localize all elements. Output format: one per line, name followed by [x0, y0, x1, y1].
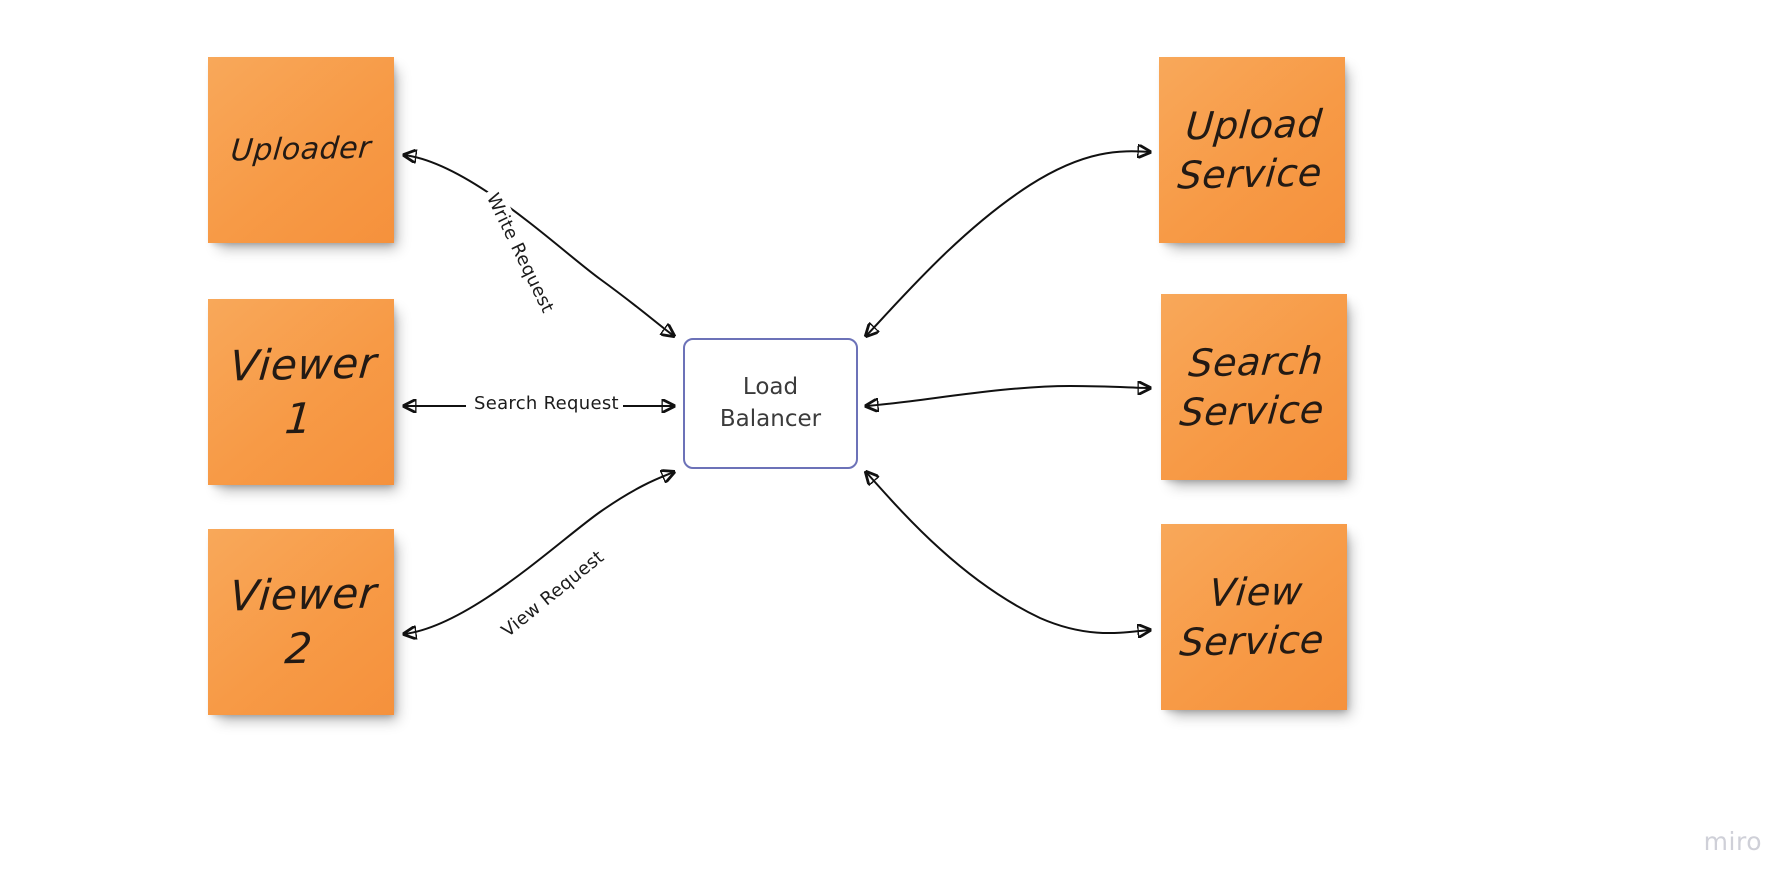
edge-label-write-request: Write Request	[479, 186, 561, 321]
sticky-note-uploader-label: Uploader	[229, 130, 373, 169]
sticky-note-view-service[interactable]: View Service	[1161, 524, 1347, 710]
edge-label-view-request: View Request	[494, 543, 612, 645]
miro-watermark: miro	[1703, 827, 1762, 856]
sticky-note-view-service-label: View Service	[1178, 569, 1326, 665]
sticky-note-upload-service[interactable]: Upload Service	[1159, 57, 1345, 243]
sticky-note-viewer-1[interactable]: Viewer 1	[208, 299, 394, 485]
load-balancer-label: Load Balancer	[719, 373, 822, 432]
edge-loadbalancer-searchservice	[866, 386, 1150, 406]
sticky-note-upload-service-label: Upload Service	[1176, 101, 1325, 198]
sticky-note-search-service-label: Search Service	[1178, 338, 1326, 435]
edge-label-search-request: Search Request	[470, 392, 623, 415]
sticky-note-uploader[interactable]: Uploader	[208, 57, 394, 243]
edge-loadbalancer-uploadservice	[866, 151, 1150, 336]
sticky-note-search-service[interactable]: Search Service	[1161, 294, 1347, 480]
load-balancer-box[interactable]: Load Balancer	[683, 338, 858, 469]
sticky-note-viewer-2-label: Viewer 2	[227, 568, 379, 674]
sticky-note-viewer-2[interactable]: Viewer 2	[208, 529, 394, 715]
edge-loadbalancer-viewservice	[866, 472, 1150, 633]
sticky-note-viewer-1-label: Viewer 1	[227, 338, 379, 444]
